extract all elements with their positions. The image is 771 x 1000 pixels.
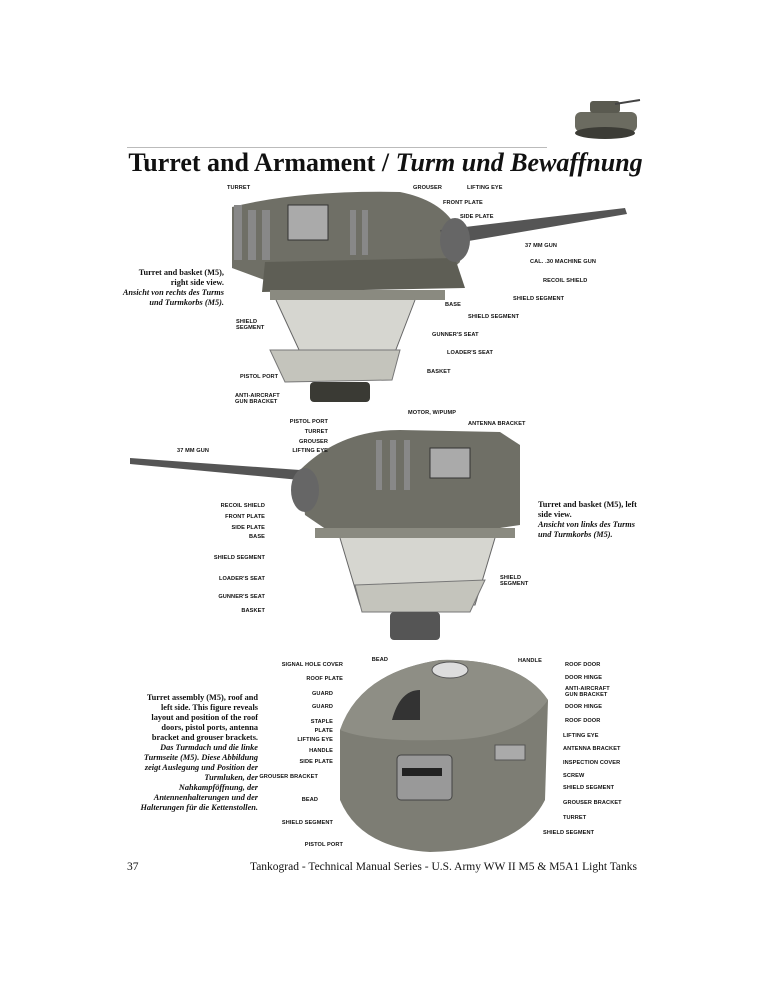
callout-label: FRONT PLATE bbox=[443, 200, 483, 206]
callout-label: PISTOL PORT bbox=[289, 419, 328, 425]
callout-label: SHIELD SEGMENT bbox=[236, 319, 265, 332]
callout-label: PISTOL PORT bbox=[304, 842, 343, 848]
callout-label: MOTOR, W/PUMP bbox=[408, 410, 457, 416]
callout-label: GUARD bbox=[311, 704, 333, 710]
callout-label: 37 MM GUN bbox=[177, 448, 209, 454]
callout-label: DOOR HINGE bbox=[565, 704, 603, 710]
callout-label: HANDLE bbox=[309, 748, 333, 754]
figure2-caption: Turret and basket (M5), left side view.A… bbox=[538, 500, 648, 540]
callout-label: LIFTING EYE bbox=[297, 737, 333, 743]
footer-series: Tankograd - Technical Manual Series - U.… bbox=[249, 861, 637, 873]
callout-label: GUNNER'S SEAT bbox=[218, 594, 265, 600]
callout-label: ROOF DOOR bbox=[565, 662, 601, 668]
callout-label: GROUSER bbox=[299, 439, 328, 445]
callout-label: LOADER'S SEAT bbox=[447, 350, 494, 356]
callout-label: SHIELD SEGMENT bbox=[543, 830, 595, 836]
callout-label: RECOIL SHIELD bbox=[543, 278, 588, 284]
callout-label: ANTENNA BRACKET bbox=[563, 746, 621, 752]
caption-en: Turret assembly (M5), roof and left side… bbox=[146, 693, 258, 742]
title-english: Turret and Armament / bbox=[128, 148, 396, 177]
callout-label: GUNNER'S SEAT bbox=[432, 332, 479, 338]
callout-label: LOADER'S SEAT bbox=[218, 576, 265, 582]
callout-label: SCREW bbox=[563, 773, 585, 779]
callout-label: TURRET bbox=[304, 429, 328, 435]
callout-label: SHIELD SEGMENT bbox=[213, 555, 265, 561]
callout-label: BASE bbox=[445, 302, 461, 308]
turret-roof-illustration bbox=[340, 659, 548, 852]
callout-label: BASKET bbox=[427, 369, 451, 375]
callout-label: FRONT PLATE bbox=[225, 514, 265, 520]
callout-label: TURRET bbox=[563, 815, 587, 821]
callout-label: LIFTING EYE bbox=[563, 733, 599, 739]
caption-de: Das Turmdach und die linke Turmseite (M5… bbox=[140, 743, 258, 812]
callout-label: TURRET bbox=[227, 185, 251, 191]
callout-label: BEAD bbox=[371, 657, 388, 663]
callout-label: SHIELD SEGMENT bbox=[468, 314, 520, 320]
callout-label: LIFTING EYE bbox=[292, 448, 328, 454]
callout-label: PISTOL PORT bbox=[240, 374, 279, 380]
callout-label: SIDE PLATE bbox=[460, 214, 494, 220]
turret-right-view-illustration bbox=[232, 191, 627, 402]
callout-label: PLATE bbox=[314, 728, 333, 734]
callout-label: BASKET bbox=[241, 608, 265, 614]
callout-label: RECOIL SHIELD bbox=[220, 503, 265, 509]
callout-label: DOOR HINGE bbox=[565, 675, 603, 681]
callout-label: ROOF PLATE bbox=[306, 676, 343, 682]
caption-en: Turret and basket (M5), right side view. bbox=[138, 268, 224, 287]
figure3-caption: Turret assembly (M5), roof and left side… bbox=[140, 693, 258, 813]
callout-label: SHIELD SEGMENT bbox=[500, 575, 529, 588]
title-german: Turm und Bewaffnung bbox=[395, 148, 643, 177]
callout-label: SHIELD SEGMENT bbox=[513, 296, 565, 302]
header-rule bbox=[127, 147, 547, 148]
callout-label: LIFTING EYE bbox=[467, 185, 503, 191]
callout-label: SIDE PLATE bbox=[299, 759, 333, 765]
turret-left-view-illustration bbox=[130, 430, 520, 640]
callout-label: STAPLE bbox=[310, 719, 333, 725]
callout-label: GROUSER bbox=[413, 185, 442, 191]
callout-label: ANTI-AIRCRAFT GUN BRACKET bbox=[565, 686, 610, 699]
page-number: 37 bbox=[127, 861, 139, 873]
callout-label: SHIELD SEGMENT bbox=[281, 820, 333, 826]
page-title: Turret and Armament / Turm und Bewaffnun… bbox=[0, 148, 771, 178]
callout-label: BEAD bbox=[301, 797, 318, 803]
tank-thumbnail-icon bbox=[575, 99, 641, 139]
callout-label: SIDE PLATE bbox=[231, 525, 265, 531]
callout-label: ANTI-AIRCRAFT GUN BRACKET bbox=[235, 393, 280, 406]
caption-de: Ansicht von links des Turms und Turmkorb… bbox=[538, 520, 635, 539]
callout-label: ANTENNA BRACKET bbox=[468, 421, 526, 427]
callout-label: 37 MM GUN bbox=[525, 243, 557, 249]
caption-de: Ansicht von rechts des Turms und Turmkor… bbox=[122, 288, 224, 307]
callout-label: ROOF DOOR bbox=[565, 718, 601, 724]
callout-label: GUARD bbox=[311, 691, 333, 697]
caption-en: Turret and basket (M5), left side view. bbox=[538, 500, 637, 519]
callout-label: HANDLE bbox=[518, 658, 542, 664]
callout-label: GROUSER BRACKET bbox=[259, 774, 318, 780]
callout-label: GROUSER BRACKET bbox=[563, 800, 622, 806]
figure1-caption: Turret and basket (M5), right side view.… bbox=[120, 268, 224, 308]
callout-label: SIGNAL HOLE COVER bbox=[281, 662, 343, 668]
callout-label: CAL. .30 MACHINE GUN bbox=[530, 259, 597, 265]
callout-label: BASE bbox=[249, 534, 265, 540]
callout-label: SHIELD SEGMENT bbox=[563, 785, 615, 791]
callout-label: INSPECTION COVER bbox=[563, 760, 621, 766]
